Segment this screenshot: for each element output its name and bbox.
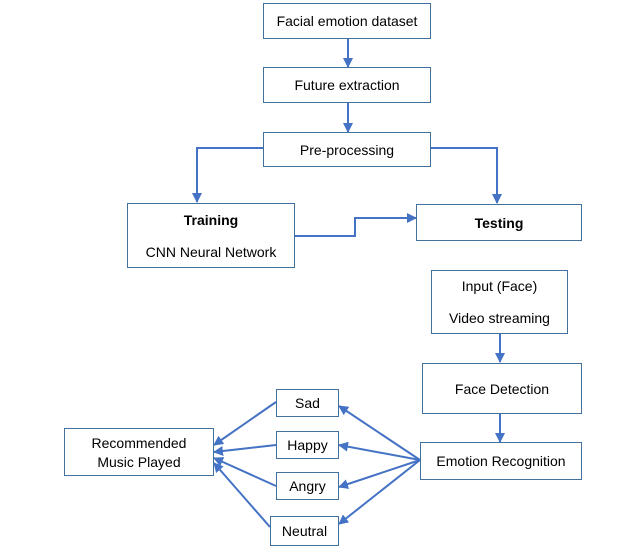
arrow-sad-to-music: [213, 401, 277, 446]
arrow-neutral-to-music: [213, 462, 271, 528]
recommended-music-node: Recommended Music Played: [64, 428, 214, 476]
arrow-emotion-to-happy: [338, 441, 421, 461]
arrow-emotion-to-angry: [338, 459, 421, 489]
face-detection-node: Face Detection: [422, 363, 582, 414]
sad-node: Sad: [276, 389, 339, 417]
face-detection-label: Face Detection: [454, 380, 550, 397]
dataset-label: Facial emotion dataset: [276, 13, 418, 29]
angry-node: Angry: [276, 472, 339, 500]
happy-node: Happy: [276, 431, 339, 459]
preprocessing-label: Pre-processing: [299, 141, 395, 158]
input-subtitle: Video streaming: [449, 310, 550, 326]
emotion-recognition-node: Emotion Recognition: [420, 442, 582, 480]
arrow-preprocessing-to-training: [192, 147, 263, 203]
extraction-label: Future extraction: [294, 77, 400, 93]
arrow-preprocessing-to-testing: [431, 147, 502, 204]
training-node: Training CNN Neural Network: [127, 203, 295, 268]
testing-node: Testing: [416, 204, 582, 241]
arrow-angry-to-music: [213, 457, 277, 487]
recommended-music-line1: Recommended: [91, 434, 187, 451]
extraction-node: Future extraction: [263, 67, 431, 103]
arrow-training-to-testing: [295, 213, 417, 237]
preprocessing-node: Pre-processing: [263, 132, 431, 167]
training-title: Training: [183, 211, 239, 228]
neutral-node: Neutral: [270, 516, 339, 546]
arrow-happy-to-music: [213, 444, 277, 456]
emotion-recognition-label: Emotion Recognition: [436, 453, 566, 469]
dataset-node: Facial emotion dataset: [263, 3, 431, 39]
input-node: Input (Face) Video streaming: [431, 270, 568, 334]
recommended-music-line2: Music Played: [97, 453, 181, 470]
testing-title: Testing: [474, 214, 524, 231]
arrow-emotion-to-sad: [338, 405, 421, 461]
neutral-label: Neutral: [281, 523, 328, 539]
training-subtitle: CNN Neural Network: [145, 243, 277, 260]
happy-label: Happy: [287, 437, 328, 453]
arrow-emotion-to-neutral: [338, 459, 421, 525]
input-title: Input (Face): [461, 278, 538, 294]
angry-label: Angry: [289, 478, 326, 494]
sad-label: Sad: [295, 395, 320, 411]
